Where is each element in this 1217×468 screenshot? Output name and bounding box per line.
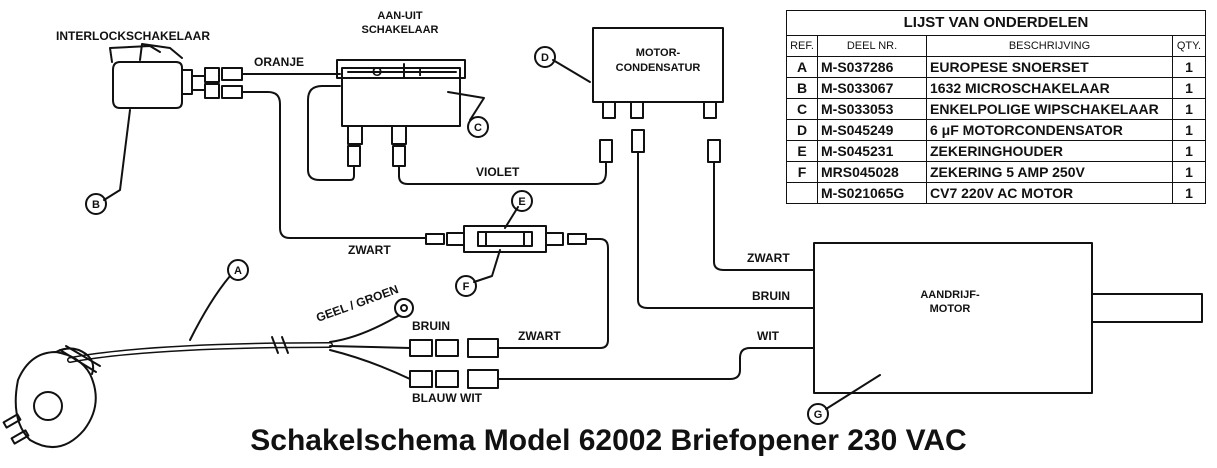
interlock-label: INTERLOCKSCHAKELAAR [56, 29, 210, 43]
cell-part: M-S045249 [817, 119, 927, 141]
callout-b: B [92, 199, 100, 211]
cell-ref: E [786, 140, 818, 162]
header-qty: QTY. [1172, 35, 1206, 57]
wire-label-geel-groen: GEEL / GROEN [314, 282, 400, 325]
wires [67, 73, 815, 380]
callout-a: A [234, 265, 242, 277]
cell-part: M-S033067 [817, 77, 927, 99]
callout-leaders [103, 59, 881, 410]
cell-qty: 1 [1172, 161, 1206, 183]
cell-desc: ENKELPOLIGE WIPSCHAKELAAR [926, 98, 1173, 120]
cell-desc: CV7 220V AC MOTOR [926, 182, 1173, 204]
cell-ref: F [786, 161, 818, 183]
interlock-switch [109, 43, 243, 109]
header-desc: BESCHRIJVING [926, 35, 1173, 57]
drive-motor [813, 242, 1203, 394]
cell-qty: 1 [1172, 119, 1206, 141]
cell-part: M-S037286 [817, 56, 927, 78]
motor-label-line2: MOTOR [930, 303, 971, 315]
header-ref: REF. [786, 35, 818, 57]
cell-ref: D [786, 119, 818, 141]
cell-ref [786, 182, 818, 204]
table-row: A M-S037286 EUROPESE SNOERSET 1 [786, 56, 1206, 78]
callout-f: F [463, 281, 470, 293]
wire-label-blauw-wit: BLAUW WIT [412, 391, 483, 405]
connectors [347, 129, 721, 389]
wire-label-wit-motor: WIT [757, 329, 780, 343]
fuse-holder [446, 225, 564, 253]
cell-desc: ZEKERING 5 AMP 250V [926, 161, 1173, 183]
table-row: C M-S033053 ENKELPOLIGE WIPSCHAKELAAR 1 [786, 98, 1206, 120]
cell-desc: ZEKERINGHOUDER [926, 140, 1173, 162]
cell-desc: EUROPESE SNOERSET [926, 56, 1173, 78]
callout-g: G [814, 409, 823, 421]
cell-ref: A [786, 56, 818, 78]
cell-part: MRS045028 [817, 161, 927, 183]
wire-label-zwart-motor: ZWART [747, 251, 790, 265]
rocker-switch [336, 59, 466, 145]
wire-label-zwart-cord: ZWART [518, 329, 561, 343]
cell-qty: 1 [1172, 140, 1206, 162]
wire-label-bruin-motor: BRUIN [752, 289, 790, 303]
wire-label-bruin-cord: BRUIN [412, 319, 450, 333]
wire-label-oranje: ORANJE [254, 55, 304, 69]
cell-ref: B [786, 77, 818, 99]
callout-e: E [518, 196, 525, 208]
table-row: B M-S033067 1632 MICROSCHAKELAAR 1 [786, 77, 1206, 99]
motor-capacitor [592, 27, 724, 119]
callout-c: C [474, 122, 482, 134]
switch-label-line2: SCHAKELAAR [362, 24, 439, 36]
wire-label-zwart-fuse: ZWART [348, 243, 391, 257]
cell-qty: 1 [1172, 182, 1206, 204]
table-row: F MRS045028 ZEKERING 5 AMP 250V 1 [786, 161, 1206, 183]
capacitor-label-line1: MOTOR- [636, 47, 681, 59]
diagram-title: Schakelschema Model 62002 Briefopener 23… [250, 424, 967, 457]
cell-part: M-S033053 [817, 98, 927, 120]
cell-part: M-S021065G [817, 182, 927, 204]
cell-qty: 1 [1172, 98, 1206, 120]
capacitor-label-line2: CONDENSATUR [616, 62, 701, 74]
motor-label-line1: AANDRIJF- [920, 289, 980, 301]
switch-on-label: I [418, 64, 422, 79]
callout-circles [85, 46, 829, 425]
parts-list-header-row: REF. DEEL NR. BESCHRIJVING QTY. [786, 35, 1206, 57]
header-part: DEEL NR. [817, 35, 927, 57]
table-row: D M-S045249 6 μF MOTORCONDENSATOR 1 [786, 119, 1206, 141]
table-row: M-S021065G CV7 220V AC MOTOR 1 [786, 182, 1206, 204]
cell-qty: 1 [1172, 77, 1206, 99]
switch-off-label: O [372, 64, 382, 79]
cell-ref: C [786, 98, 818, 120]
cell-desc: 6 μF MOTORCONDENSATOR [926, 119, 1173, 141]
wire-label-violet: VIOLET [476, 165, 520, 179]
table-row: E M-S045231 ZEKERINGHOUDER 1 [786, 140, 1206, 162]
parts-list-caption: LIJST VAN ONDERDELEN [786, 10, 1206, 36]
euro-plug [2, 345, 101, 448]
switch-label-line1: AAN-UIT [377, 10, 422, 22]
parts-list-table: LIJST VAN ONDERDELEN REF. DEEL NR. BESCH… [786, 10, 1206, 204]
cell-desc: 1632 MICROSCHAKELAAR [926, 77, 1173, 99]
parts-list-caption-row: LIJST VAN ONDERDELEN [786, 10, 1206, 36]
cell-part: M-S045231 [817, 140, 927, 162]
callout-d: D [541, 52, 549, 64]
cell-qty: 1 [1172, 56, 1206, 78]
